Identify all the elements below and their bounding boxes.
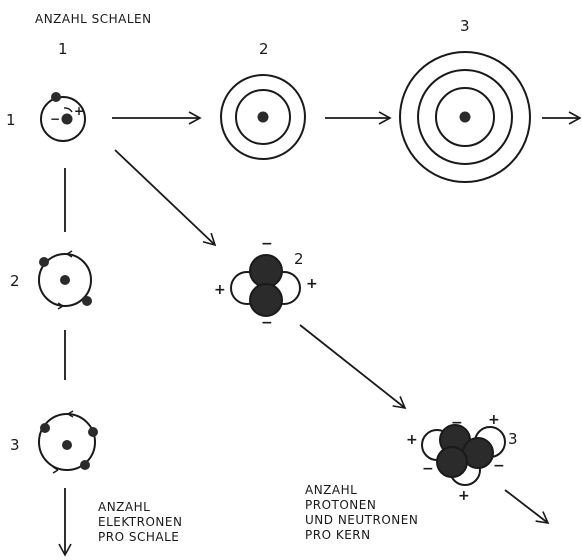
shell-count-3: 3 [460,17,470,35]
nucleon-count-2: 2 [294,250,304,268]
charge-sign: + [306,276,318,292]
shell-count-2: 2 [259,40,269,58]
arrow-nucleons-1-2 [114,149,217,247]
proton [249,283,283,317]
nucleus-6-nucleons [421,424,506,486]
atom-2-shells [220,74,306,160]
nucleons-caption-line-4: PRO KERN [305,528,371,542]
electron-count-2: 2 [10,272,20,290]
charge-sign: − [493,458,505,474]
atom-1-shell-1-electron [40,92,86,142]
nucleus [257,111,269,123]
nucleons-caption-line-1: ANZAHL [305,483,358,497]
electron [51,92,61,102]
shell-count-1: 1 [58,40,68,58]
nucleus [459,111,471,123]
charge-sign: − [261,236,273,252]
atom-3-shells [399,51,531,183]
electron-count-1: 1 [6,111,16,129]
electron [80,460,90,470]
electron-count-3: 3 [10,436,20,454]
electron [88,427,98,437]
electrons-caption-line-2: ELEKTRONEN [98,515,183,529]
arrow-nucleons-more [504,489,550,525]
proton [436,446,468,478]
charge-sign: + [488,412,500,428]
nucleus [61,113,73,125]
charge-sign: + [458,488,470,504]
nucleus [60,275,70,285]
nucleons-caption-line-2: PROTONEN [305,498,377,512]
nucleus-charge-sign: + [74,104,85,118]
electrons-caption-line-3: PRO SCHALE [98,530,180,544]
atom-2-electrons [38,250,92,310]
arrow-nucleons-2-3 [299,324,407,410]
nucleon-count-3: 3 [508,430,518,448]
nucleus-4-nucleons [230,254,301,317]
charge-sign: + [406,432,418,448]
charge-sign: + [214,282,226,298]
charge-sign: − [261,315,273,331]
electrons-caption-line-1: ANZAHL [98,500,151,514]
charge-sign: − [451,415,463,431]
charge-sign: − [422,461,434,477]
electron [39,257,49,267]
shells-heading: ANZAHL SCHALEN [35,12,152,26]
electron-charge-sign: − [50,112,61,126]
nucleons-caption-line-3: UND NEUTRONEN [305,513,419,527]
proton [249,254,283,288]
atom-3-electrons [38,410,98,474]
electron [82,296,92,306]
electron [40,423,50,433]
nucleus [62,440,72,450]
